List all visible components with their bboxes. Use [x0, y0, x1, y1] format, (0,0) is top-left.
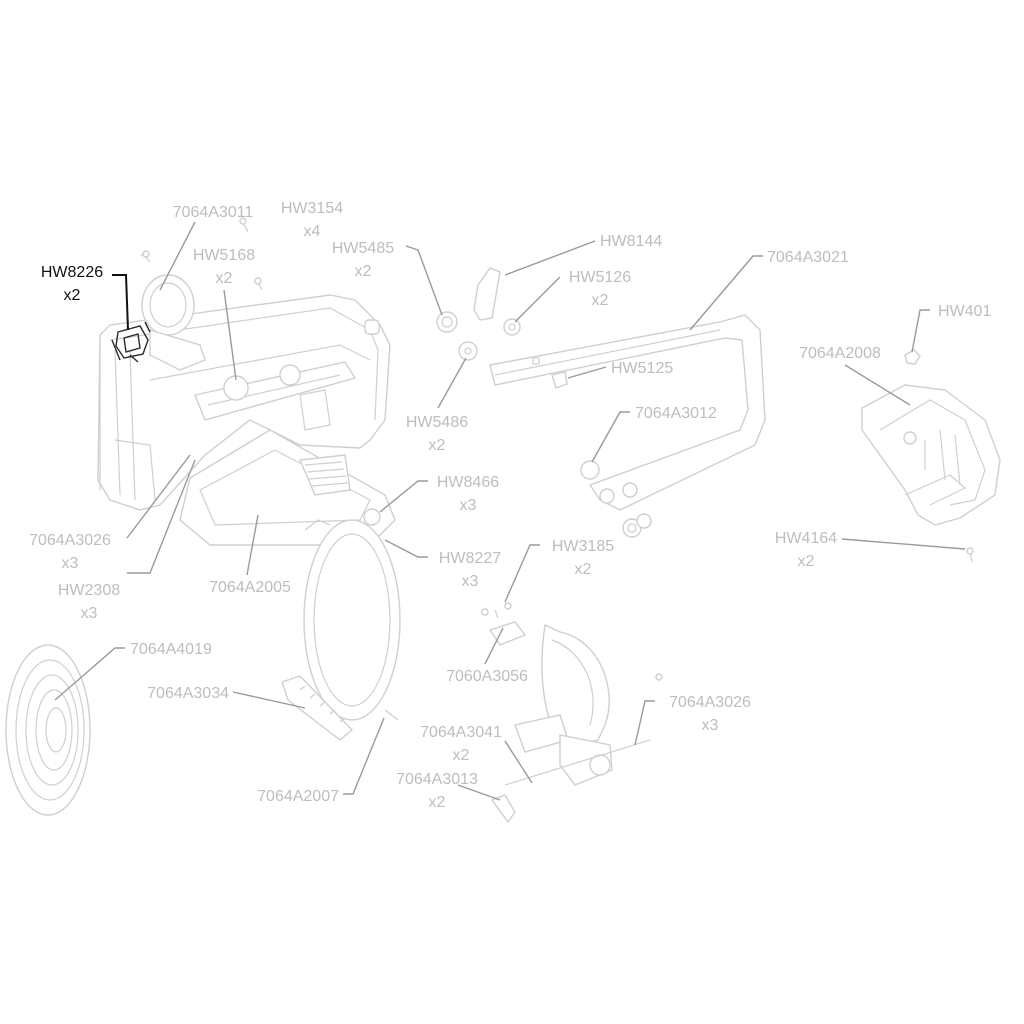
leader-a3034: [232, 691, 306, 709]
leader-a3012: [591, 411, 630, 463]
callout-hw3154-qty: x4: [304, 223, 321, 240]
callout-hw3185-part: HW3185: [552, 538, 614, 555]
callout-hw3185-qty: x2: [575, 561, 592, 578]
leader-a3013: [457, 784, 501, 801]
callout-7064a3021-part: 7064A3021: [767, 249, 849, 266]
callout-7064a2008-part: 7064A2008: [799, 345, 881, 362]
leader-a3021: [689, 255, 763, 331]
leader-a3026b: [634, 700, 655, 746]
u-bracket: [489, 314, 766, 511]
leader-a3026a: [126, 454, 191, 539]
callout-hw5168-qty: x2: [216, 270, 233, 287]
callout-hw5126-part: HW5126: [569, 269, 631, 286]
fresnel-lens: [5, 644, 91, 816]
callout-7060a3056-part: 7060A3056: [446, 668, 528, 685]
callout-7064a3013-part: 7064A3013: [396, 771, 478, 788]
small-screws: [140, 217, 974, 681]
leader-a3041: [504, 740, 533, 784]
leader-a4019: [54, 647, 125, 701]
right-cover: [861, 384, 1001, 526]
callout-hw8226-qty: x2: [64, 287, 81, 304]
part-labels: HW8226 x2 7064A3011 HW3154 x4 HW5168 x2 …: [29, 200, 991, 811]
leader-hw8227: [384, 539, 428, 558]
callout-7064a3041-qty: x2: [453, 747, 470, 764]
leader-a2007: [343, 717, 385, 795]
callout-7064a3026-part: 7064A3026: [29, 532, 111, 549]
leader-hw8466: [379, 480, 428, 513]
comb-bracket: [281, 675, 354, 741]
leader-hw5168: [223, 289, 237, 381]
callout-hw8466-part: HW8466: [437, 474, 499, 491]
callout-hw5126-qty: x2: [592, 292, 609, 309]
callout-7064a3034-part: 7064A3034: [147, 685, 229, 702]
leader-a3056: [484, 627, 504, 665]
leader-hw8226: [112, 274, 129, 331]
parts-drawing: [5, 217, 1001, 824]
callout-hw2308-qty: x3: [81, 605, 98, 622]
leader-hw401: [911, 309, 930, 353]
leader-hw8144: [504, 240, 596, 276]
callout-hw8227-part: HW8227: [439, 550, 501, 567]
leader-hw4164: [841, 538, 966, 550]
callout-hw5485-part: HW5485: [332, 240, 394, 257]
callout-7064a4019-part: 7064A4019: [130, 641, 212, 658]
leader-hw5485: [405, 245, 443, 316]
callout-hw8466-qty: x3: [460, 497, 477, 514]
callout-7064a3026b-qty: x3: [702, 717, 719, 734]
callout-hw5168-part: HW5168: [193, 247, 255, 264]
leader-lines: [54, 221, 966, 801]
callout-hw5485-qty: x2: [355, 263, 372, 280]
hw8226-part: [111, 321, 151, 363]
callout-hw4164-qty: x2: [798, 553, 815, 570]
leader-hw5486: [437, 357, 467, 409]
crank-assembly: [141, 274, 206, 371]
callout-7064a2005-part: 7064A2005: [209, 579, 291, 596]
callout-hw2308-part: HW2308: [58, 582, 120, 599]
callout-hw4164-part: HW4164: [775, 530, 837, 547]
leader-hw3185: [504, 544, 540, 603]
callout-hw401-part: HW401: [938, 303, 991, 320]
callout-hw8144-part: HW8144: [600, 233, 662, 250]
lamp-assembly: [488, 621, 651, 824]
leader-a2005: [246, 514, 259, 576]
callout-hw5125-part: HW5125: [611, 360, 673, 377]
washers-and-nuts: [363, 267, 921, 538]
leader-hw5126: [514, 276, 561, 323]
leader-a3011: [159, 221, 196, 291]
callout-hw8227-qty: x3: [462, 573, 479, 590]
callout-hw3154-part: HW3154: [281, 200, 343, 217]
callout-7064a3013-qty: x2: [429, 794, 446, 811]
callout-hw5486-part: HW5486: [406, 414, 468, 431]
callout-7064a3026-qty: x3: [62, 555, 79, 572]
leader-a2008: [844, 364, 911, 406]
lens-ring: [303, 519, 401, 721]
callout-7064a3012-part: 7064A3012: [635, 405, 717, 422]
leader-hw5125: [567, 366, 607, 379]
leader-hw2308: [127, 459, 196, 574]
callout-hw5486-qty: x2: [429, 437, 446, 454]
callout-7064a3026b-part: 7064A3026: [669, 694, 751, 711]
callout-7064a3011-part: 7064A3011: [173, 204, 254, 221]
callout-7064a2007-part: 7064A2007: [257, 788, 339, 805]
callout-hw8226-part: HW8226: [41, 264, 103, 281]
callout-7064a3041-part: 7064A3041: [420, 724, 502, 741]
